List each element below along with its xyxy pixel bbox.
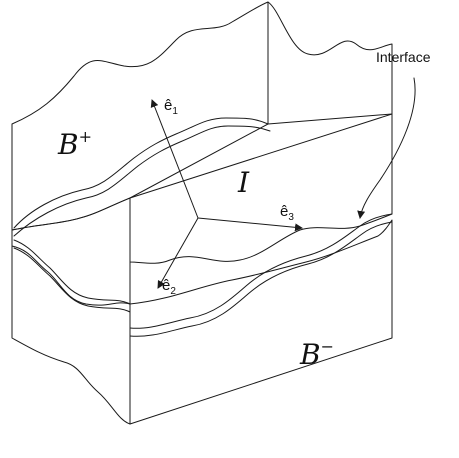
e1-arrow <box>150 99 199 219</box>
e1-label: ê1 <box>164 97 178 117</box>
body-upper-label: B+ <box>57 127 92 161</box>
body-lower-label: B− <box>299 337 334 371</box>
interface-surface <box>11 117 393 337</box>
upper-body <box>11 1 393 264</box>
e2-arrow <box>157 217 199 289</box>
interface-callout-arrow <box>357 77 416 219</box>
lower-front-face <box>129 219 393 425</box>
interface-front-edge-a <box>129 213 393 329</box>
e3-arrow <box>197 217 303 232</box>
upper-interface-edge <box>11 197 131 231</box>
lower-left-face <box>11 245 131 425</box>
interface-back-edge-b <box>13 125 271 237</box>
basis-vectors <box>150 99 303 289</box>
interface-left-edge-a <box>13 239 131 305</box>
interface-left-edge-b <box>13 247 131 313</box>
lower-body <box>11 219 393 425</box>
interface-back-edge-a <box>13 117 269 229</box>
interface-front-edge-b <box>129 221 393 337</box>
e3-label: ê3 <box>280 203 294 223</box>
upper-front-face <box>129 113 393 264</box>
interface-symbol-label: I <box>237 166 250 199</box>
e2-label: ê2 <box>162 277 176 297</box>
labels: B+ B− I Interface ê1 ê2 ê3 <box>57 49 431 371</box>
interface-callout-label: Interface <box>376 49 431 65</box>
upper-back-wall <box>267 1 393 125</box>
